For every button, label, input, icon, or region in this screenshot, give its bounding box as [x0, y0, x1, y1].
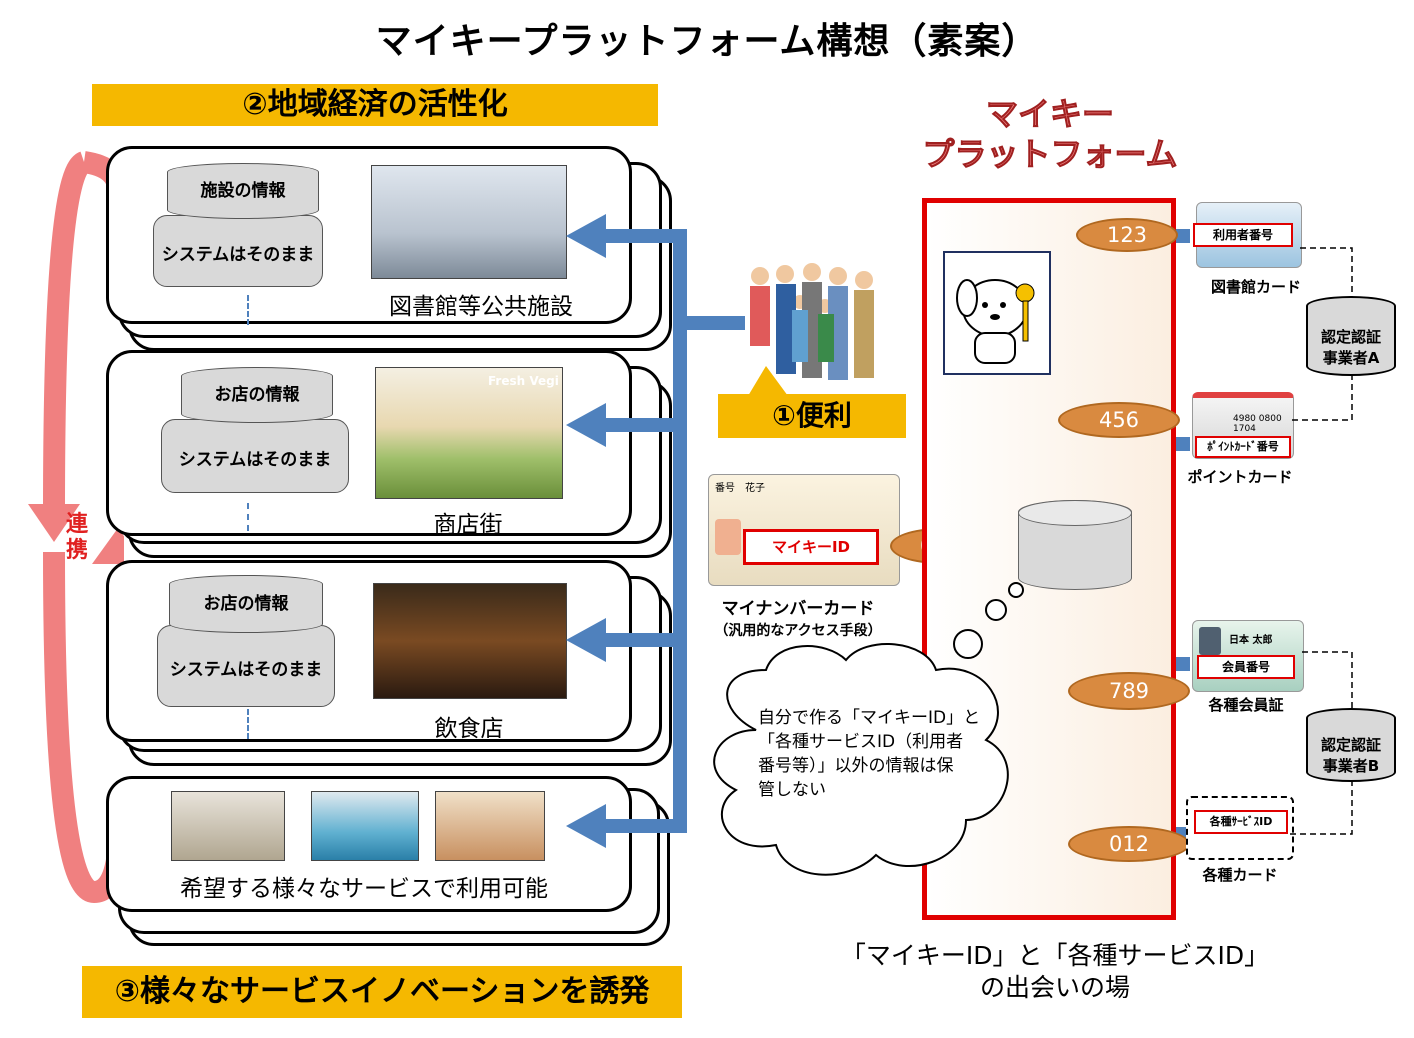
meeting-caption-line1: 「マイキーID」と「各種サービスID」 [840, 941, 1270, 970]
id-oval-123: 123 [1076, 218, 1178, 252]
system-db-bottom: システムはそのまま [161, 419, 349, 493]
point-card-number: 4980 0800 1704 [1233, 414, 1282, 434]
services-panel: 希望する様々なサービスで利用可能 [106, 776, 632, 912]
library-card-label: 図書館カード [1210, 278, 1301, 296]
innovation-banner: ③様々なサービスイノベーションを誘発 [82, 966, 682, 1018]
generic-card: 各種ｻｰﾋﾞｽID [1186, 796, 1294, 860]
pool-photo [311, 791, 419, 861]
info-db-top: 施設の情報 [167, 163, 319, 219]
member-photo-icon [1199, 627, 1221, 655]
renkei-label-2: 携 [66, 538, 89, 563]
region-banner: ②地域経済の活性化 [92, 84, 658, 126]
cloud-line-4: 管しない [758, 780, 826, 800]
row-caption: 図書館等公共施設 [389, 294, 573, 320]
meeting-place-caption: 「マイキーID」と「各種サービスID」 の出会いの場 [820, 940, 1290, 1004]
renkei-label-1: 連 [66, 512, 89, 537]
card-name-line: 番号 花子 [715, 483, 765, 494]
member-card: 日本 太郎 会員番号 [1192, 620, 1304, 692]
cloud-line-3: 番号等）」以外の情報は保 [758, 756, 954, 776]
fashion-photo [171, 791, 285, 861]
up-arrow-icon [92, 528, 124, 564]
auth-db-b-line1: 認定認証 [1320, 736, 1381, 754]
platform-title-line2: プラットフォーム [922, 135, 1178, 174]
dog-with-key-icon [956, 279, 1035, 364]
auth-db-a-line2: 事業者A [1322, 349, 1380, 367]
user-number-field: 利用者番号 [1193, 223, 1293, 247]
library-photo [371, 165, 567, 279]
convenience-banner: ①便利 [718, 394, 906, 438]
auth-db-b: 認定認証 事業者B [1306, 708, 1396, 782]
people-illustration [740, 262, 890, 386]
facility-panel: システムはそのまま 施設の情報 図書館等公共施設 [106, 146, 632, 325]
arrow-left-icon [566, 214, 606, 258]
arrow-left-icon [566, 804, 606, 848]
page-title: マイキープラットフォーム構想（素案） [375, 21, 1039, 62]
meeting-caption-line2: の出会いの場 [979, 973, 1130, 1002]
auth-db-b-line2: 事業者B [1322, 757, 1380, 775]
portrait-icon [715, 519, 741, 555]
row-caption: 商店街 [433, 512, 503, 538]
bakery-photo [435, 791, 545, 861]
shop-panel: システムはそのまま お店の情報 Fresh Vegi 商店街 [106, 350, 632, 538]
platform-title: マイキー プラットフォーム [900, 94, 1200, 174]
cloud-text: 自分で作る「マイキーID」と 「各種サービスID（利用者 番号等）」以外の情報は… [758, 706, 998, 802]
point-card-label: ポイントカード [1187, 468, 1293, 486]
arrow-left-icon [566, 618, 606, 662]
mynumber-card: 番号 花子 マイキーID [708, 474, 900, 586]
member-number-field: 会員番号 [1197, 655, 1295, 679]
market-illustration: Fresh Vegi [375, 367, 563, 499]
auth-db-a-line1: 認定認証 [1320, 328, 1381, 346]
cloud-line-2: 「各種サービスID（利用者 [758, 732, 964, 752]
info-db-top: お店の情報 [169, 575, 323, 633]
restaurant-panel: システムはそのまま お店の情報 飲食店 [106, 560, 632, 742]
mykey-mascot [943, 251, 1051, 375]
service-id-field: 各種ｻｰﾋﾞｽID [1194, 810, 1288, 834]
photo-sign: Fresh Vegi [488, 374, 559, 388]
point-card: 4980 0800 1704 ﾎﾟｲﾝﾄｶｰﾄﾞ番号 [1192, 392, 1294, 459]
arrow-left-icon [566, 403, 606, 447]
point-card-number-field: ﾎﾟｲﾝﾄｶｰﾄﾞ番号 [1195, 436, 1291, 458]
generic-card-label: 各種カード [1202, 866, 1278, 884]
info-db-top: お店の情報 [181, 367, 333, 423]
member-card-name: 日本 太郎 [1229, 635, 1273, 646]
database-top [1018, 500, 1132, 526]
row-caption: 飲食店 [434, 716, 504, 742]
services-caption: 希望する様々なサービスで利用可能 [180, 876, 548, 902]
member-card-label: 各種会員証 [1208, 696, 1284, 714]
callout-pointer [748, 366, 788, 396]
auth-db-a: 認定認証 事業者A [1306, 296, 1396, 376]
platform-title-line1: マイキー [985, 95, 1114, 134]
mynumber-caption: マイナンバーカード [721, 599, 875, 619]
library-card: 利用者番号 [1193, 202, 1302, 268]
id-oval-456: 456 [1058, 402, 1180, 438]
id-oval-012: 012 [1068, 826, 1190, 862]
mynumber-subcaption: （汎用的なアクセス手段） [714, 623, 882, 639]
id-oval-789: 789 [1068, 672, 1190, 710]
cloud-line-1: 自分で作る「マイキーID」と [758, 708, 981, 728]
mykey-id-field: マイキーID [743, 529, 879, 565]
thought-cloud [713, 582, 1024, 876]
restaurant-photo [373, 583, 567, 699]
system-db-bottom: システムはそのまま [157, 625, 335, 707]
down-arrow-icon [28, 504, 80, 542]
